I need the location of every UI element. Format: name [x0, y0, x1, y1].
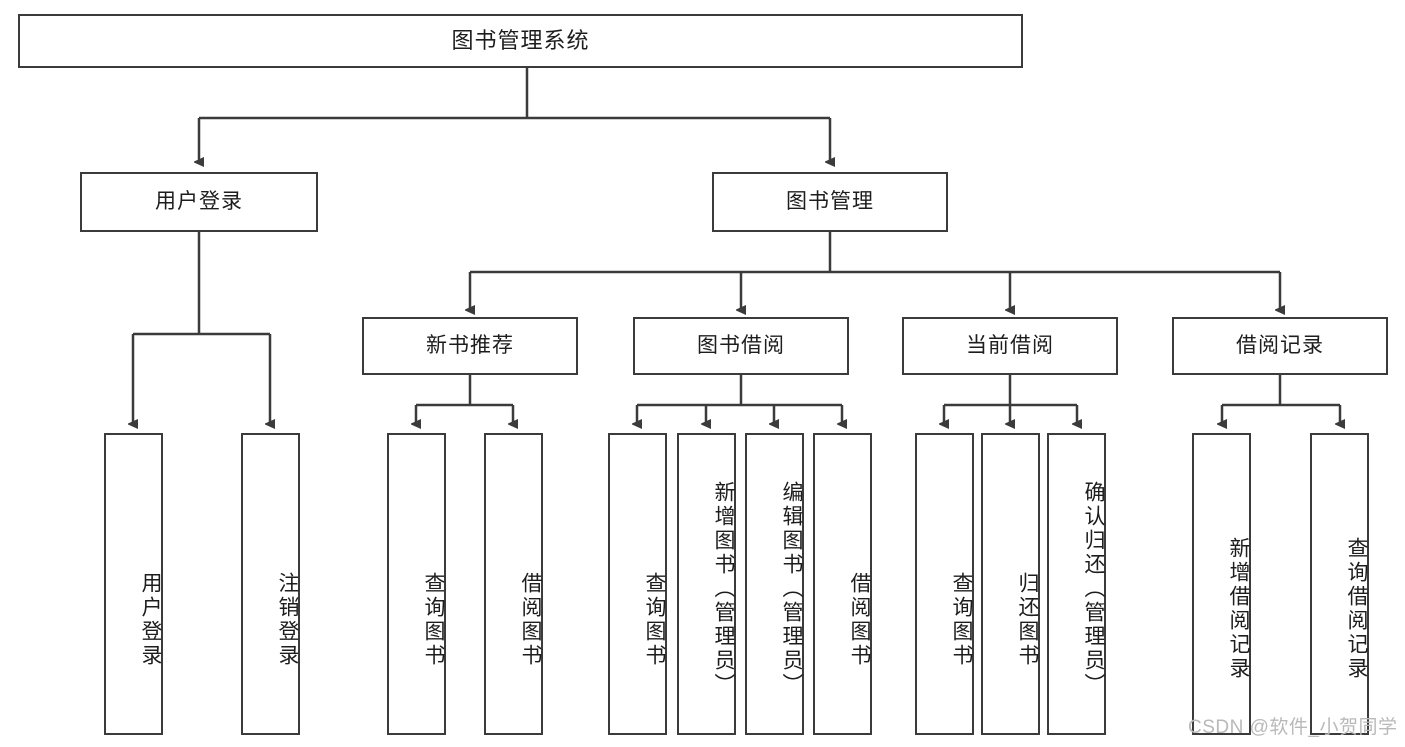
node-label: 归还图书 — [1016, 572, 1039, 668]
node-label: 借阅记录 — [1236, 334, 1324, 358]
leaf-book-borrow-borrow[interactable]: 借阅图书 — [813, 433, 872, 735]
node-label: 确认归还（管理员） — [1082, 481, 1105, 697]
node-book-borrow[interactable]: 图书借阅 — [633, 317, 849, 375]
leaf-current-borrow-query[interactable]: 查询图书 — [915, 433, 974, 735]
node-label: 查询图书 — [950, 572, 973, 668]
node-borrow-record[interactable]: 借阅记录 — [1172, 317, 1388, 375]
node-label: 用户登录 — [139, 572, 162, 668]
node-label: 图书借阅 — [697, 334, 785, 358]
node-root-system[interactable]: 图书管理系统 — [18, 14, 1023, 68]
node-label: 新书推荐 — [426, 334, 514, 358]
leaf-book-borrow-query[interactable]: 查询图书 — [608, 433, 667, 735]
watermark: CSDN @软件_小贺同学 — [1188, 717, 1398, 738]
node-label: 注销登录 — [276, 572, 299, 668]
node-label: 编辑图书（管理员） — [780, 481, 803, 697]
node-current-borrow[interactable]: 当前借阅 — [902, 317, 1118, 375]
leaf-borrow-record-add[interactable]: 新增借阅记录 — [1192, 433, 1251, 735]
node-label: 当前借阅 — [966, 334, 1054, 358]
node-label: 图书管理系统 — [451, 27, 590, 53]
node-label: 查询图书 — [422, 572, 445, 668]
node-label: 新增图书（管理员） — [712, 481, 735, 697]
node-book-management[interactable]: 图书管理 — [712, 172, 948, 232]
node-label: 借阅图书 — [848, 572, 871, 668]
node-label: 新增借阅记录 — [1227, 537, 1250, 681]
node-label: 查询借阅记录 — [1345, 537, 1368, 681]
leaf-new-book-borrow[interactable]: 借阅图书 — [484, 433, 543, 735]
node-label: 借阅图书 — [519, 572, 542, 668]
node-label: 图书管理 — [786, 190, 874, 214]
node-label: 用户登录 — [155, 190, 243, 214]
leaf-book-borrow-add[interactable]: 新增图书（管理员） — [677, 433, 736, 735]
leaf-book-borrow-edit[interactable]: 编辑图书（管理员） — [745, 433, 804, 735]
node-label: 查询图书 — [643, 572, 666, 668]
leaf-new-book-query[interactable]: 查询图书 — [387, 433, 446, 735]
leaf-borrow-record-query[interactable]: 查询借阅记录 — [1310, 433, 1369, 735]
leaf-current-borrow-return[interactable]: 归还图书 — [981, 433, 1040, 735]
leaf-current-borrow-confirm-return[interactable]: 确认归还（管理员） — [1047, 433, 1106, 735]
node-user-login[interactable]: 用户登录 — [80, 172, 318, 232]
leaf-user-login-login[interactable]: 用户登录 — [104, 433, 163, 735]
leaf-user-login-logout[interactable]: 注销登录 — [241, 433, 300, 735]
node-new-book-recommend[interactable]: 新书推荐 — [362, 317, 578, 375]
